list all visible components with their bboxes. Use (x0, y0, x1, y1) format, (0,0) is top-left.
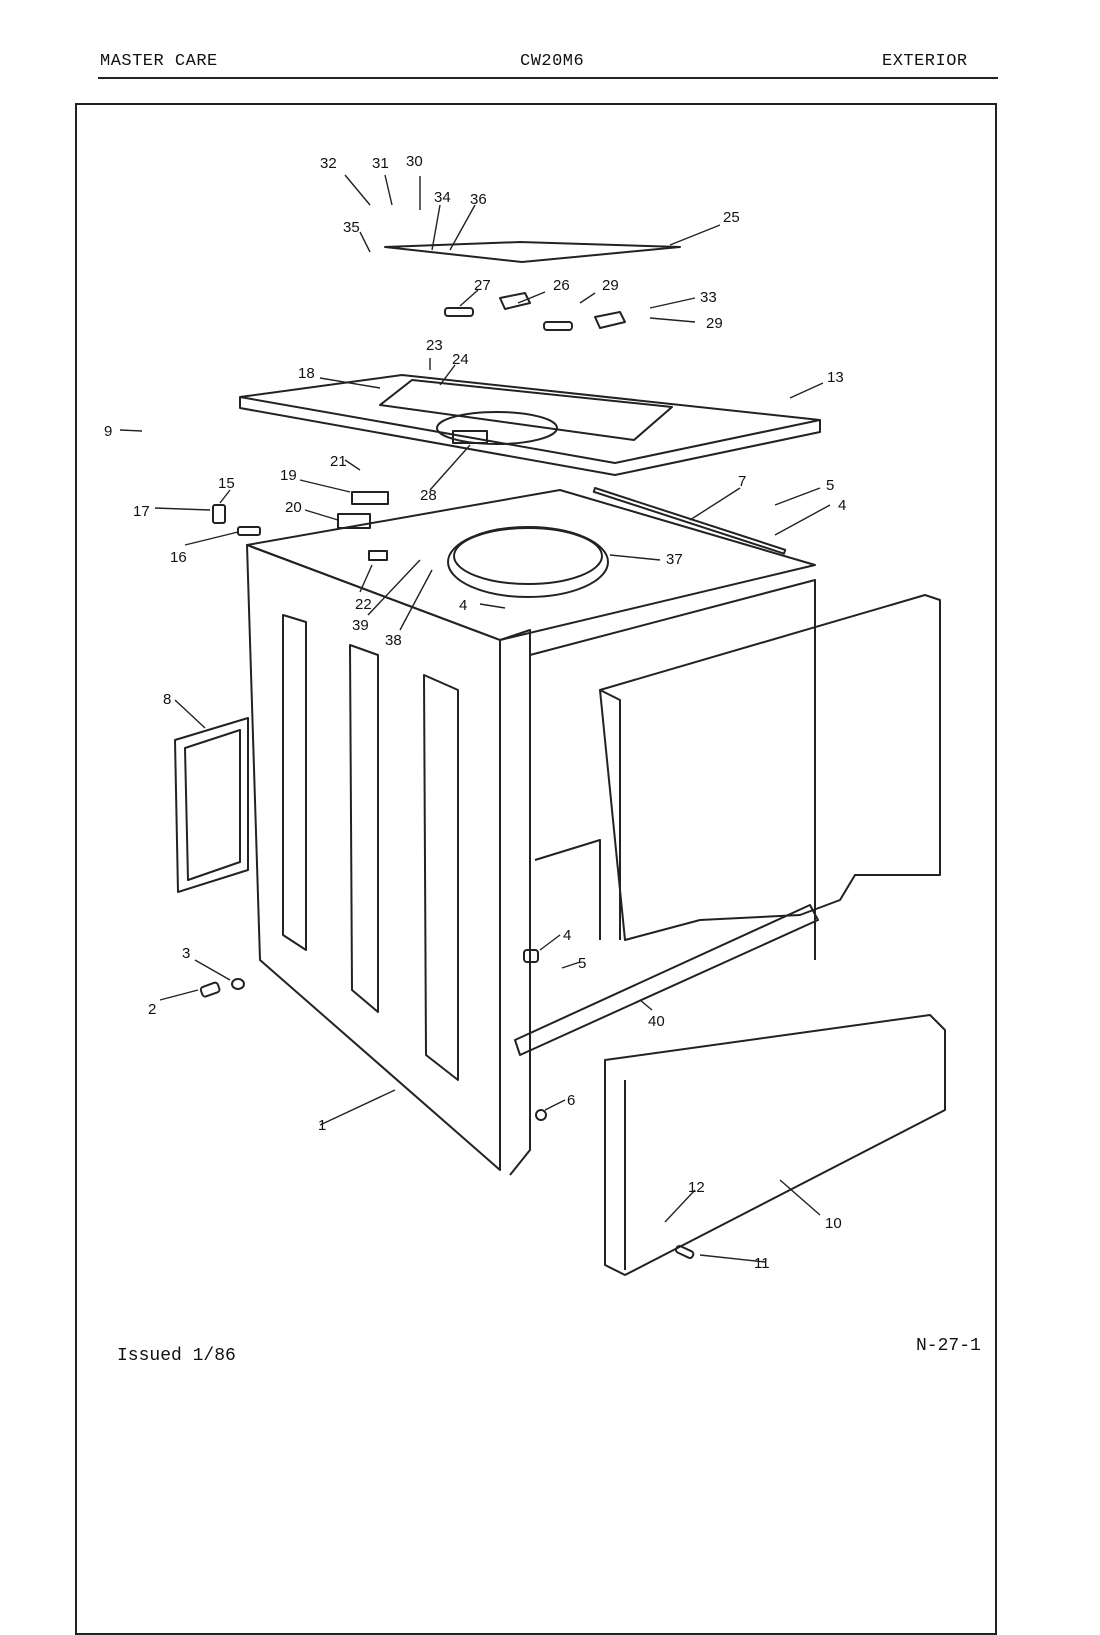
access-panel-part (174, 717, 249, 893)
pad-part (237, 526, 261, 536)
bracket-part (337, 513, 371, 529)
callout-label: 37 (666, 551, 683, 568)
callout-label: 39 (352, 617, 369, 634)
hinge-block-part (452, 430, 488, 444)
callout-label: 33 (700, 289, 717, 306)
callout-label: 34 (434, 189, 451, 206)
screw-part (675, 1244, 695, 1259)
top-lid-part (384, 241, 681, 263)
callout-label: 21 (330, 453, 347, 470)
callout-label: 13 (827, 369, 844, 386)
callout-label: 10 (825, 1215, 842, 1232)
header-brand: MASTER CARE (100, 52, 218, 71)
callout-label: 38 (385, 632, 402, 649)
callout-label: 4 (563, 927, 571, 944)
foot-part (199, 981, 221, 998)
callout-label: 4 (838, 497, 846, 514)
callout-label: 36 (470, 191, 487, 208)
cabinet-side-panel-part (246, 544, 501, 1171)
callout-label: 20 (285, 499, 302, 516)
front-bracket-part (514, 904, 819, 1056)
callout-label: 8 (163, 691, 171, 708)
callout-label: 5 (826, 477, 834, 494)
callout-label: 15 (218, 475, 235, 492)
callout-label: 3 (182, 945, 190, 962)
callout-label: 40 (648, 1013, 665, 1030)
callout-label: 35 (343, 219, 360, 236)
callout-label: 23 (426, 337, 443, 354)
header-model: CW20M6 (520, 52, 585, 71)
callout-label: 24 (452, 351, 469, 368)
front-panel-part (599, 594, 941, 941)
callout-label: 27 (474, 277, 491, 294)
callout-label: 30 (406, 153, 423, 170)
washer-part (535, 1109, 547, 1121)
callout-label: 25 (723, 209, 740, 226)
hinge-pin-part (543, 321, 573, 331)
bumper-part (523, 949, 539, 963)
strike-part (368, 550, 388, 561)
callout-label: 1 (318, 1117, 326, 1134)
toe-panel-part (604, 1014, 946, 1276)
callout-label: 12 (688, 1179, 705, 1196)
callout-label: 2 (148, 1001, 156, 1018)
hinge-pin-part (444, 307, 474, 317)
callout-label: 7 (738, 473, 746, 490)
callout-label: 11 (754, 1255, 770, 1272)
hinge-bracket-part (499, 292, 531, 310)
leveling-leg-part (231, 978, 245, 990)
callout-label: 4 (459, 597, 467, 614)
callout-label: 19 (280, 467, 297, 484)
callout-label: 28 (420, 487, 437, 504)
header-rule (98, 77, 998, 79)
callout-label: 31 (372, 155, 389, 172)
issued-date: Issued 1/86 (117, 1346, 236, 1366)
callout-label: 18 (298, 365, 315, 382)
callout-label: 5 (578, 955, 586, 972)
callout-label: 26 (553, 277, 570, 294)
callout-label: 29 (706, 315, 723, 332)
latch-part (351, 491, 389, 505)
callout-label: 22 (355, 596, 372, 613)
clip-part (212, 504, 226, 524)
header-section: EXTERIOR (882, 52, 968, 71)
hinge-bracket-part (594, 311, 626, 329)
callout-label: 32 (320, 155, 337, 172)
page-code: N-27-1 (916, 1336, 981, 1356)
callout-label: 29 (602, 277, 619, 294)
strip-part (592, 487, 787, 555)
callout-label: 16 (170, 549, 187, 566)
callout-label: 9 (104, 423, 112, 440)
callout-label: 17 (133, 503, 150, 520)
callout-label: 6 (567, 1092, 575, 1109)
